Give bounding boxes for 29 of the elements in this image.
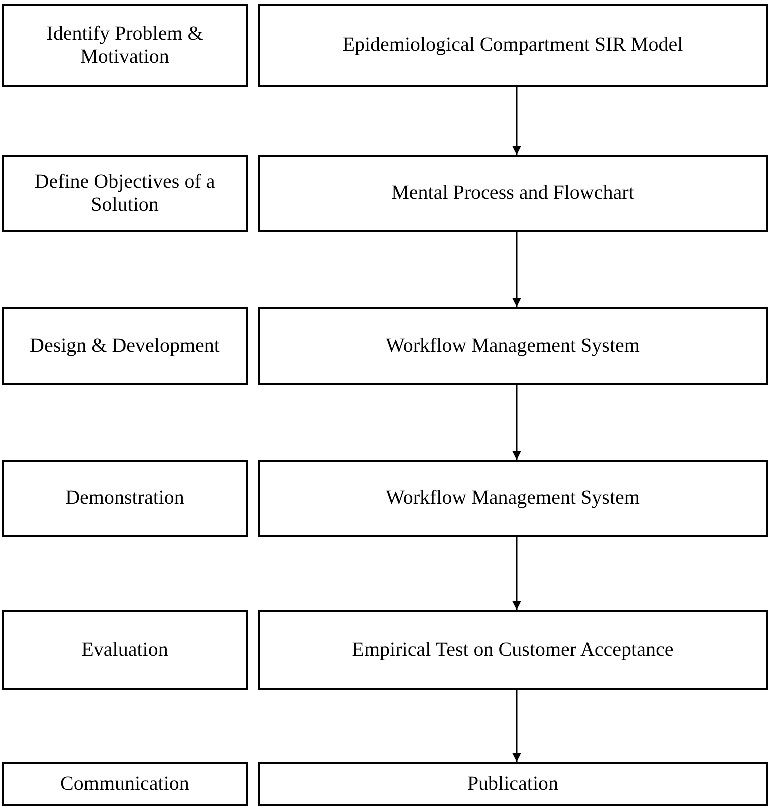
box-label: Identify Problem & Motivation xyxy=(46,22,204,68)
arrow xyxy=(512,232,522,307)
arrow xyxy=(512,385,522,460)
box-label: Demonstration xyxy=(66,487,184,510)
process-box xyxy=(258,460,768,537)
process-box xyxy=(258,610,768,690)
arrow xyxy=(512,537,522,610)
process-box xyxy=(258,762,768,806)
box-label: Epidemiological Compartment SIR Model xyxy=(342,34,684,57)
process-box xyxy=(2,460,248,537)
box-label: Workflow Management System xyxy=(386,334,640,358)
box-label: Evaluation xyxy=(82,638,168,662)
process-box xyxy=(258,155,768,232)
box-label: Empirical Test on Customer Acceptance xyxy=(352,638,674,662)
process-box xyxy=(258,307,768,385)
process-box xyxy=(2,4,248,87)
box-label: Workflow Management System xyxy=(386,487,640,510)
process-box xyxy=(2,155,248,232)
process-box xyxy=(2,307,248,385)
process-box xyxy=(258,4,768,87)
box-label: Mental Process and Flowchart xyxy=(392,182,634,205)
box-label: Design & Development xyxy=(30,334,220,358)
process-box xyxy=(2,610,248,690)
process-box xyxy=(2,762,248,806)
arrow xyxy=(512,690,522,762)
arrow xyxy=(512,87,522,155)
box-label: Publication xyxy=(467,772,559,796)
box-label: Define Objectives of a Solution xyxy=(34,170,216,216)
box-label: Communication xyxy=(60,772,190,796)
